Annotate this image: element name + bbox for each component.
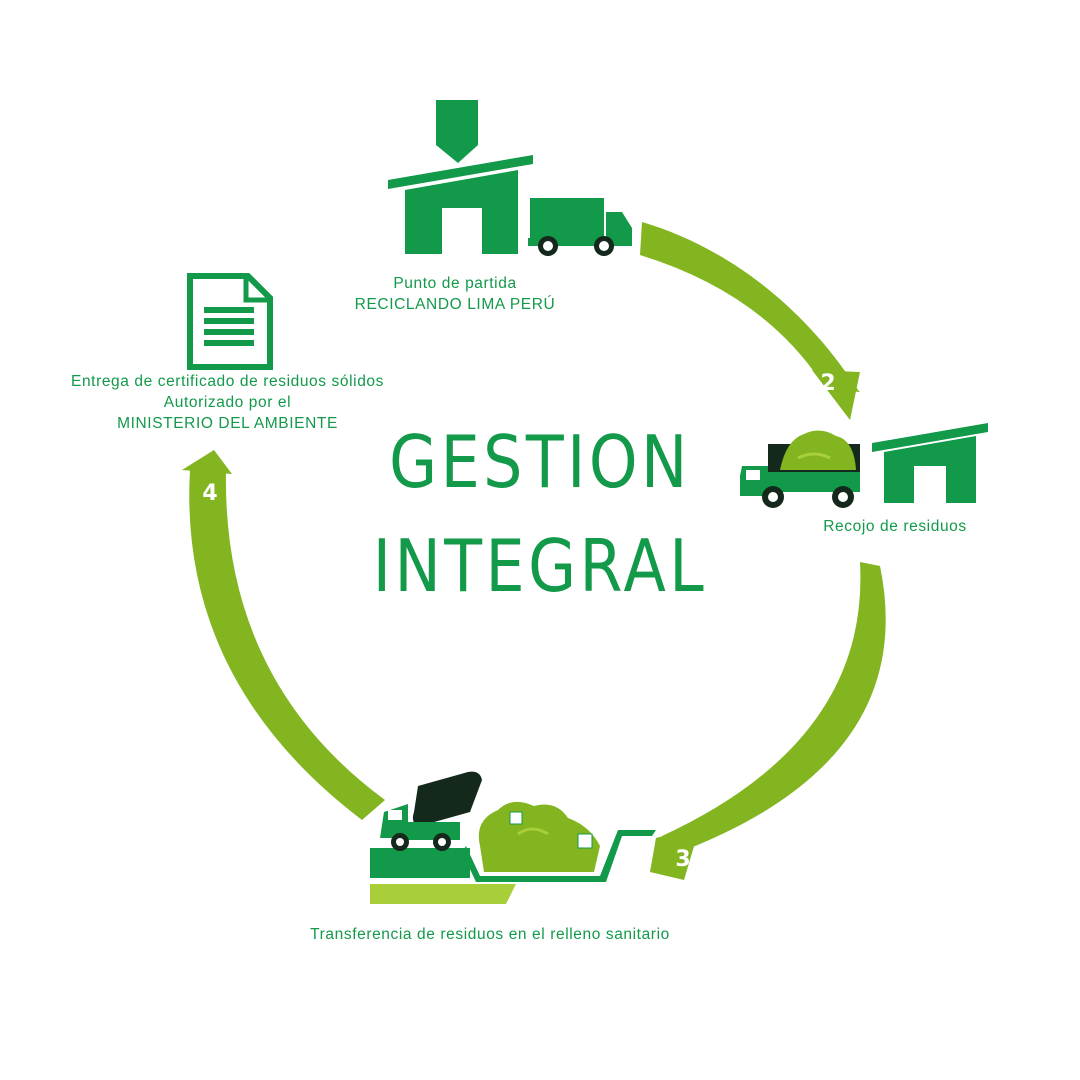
dump-truck-landfill-icon — [370, 771, 656, 904]
document-icon — [187, 273, 273, 370]
step-1-line-1: Punto de partida — [393, 275, 517, 292]
title-line-2: INTEGRAL — [372, 524, 708, 608]
cycle-arrow-1-to-2 — [640, 222, 860, 420]
step-4-label: Entrega de certificado de residuos sólid… — [30, 371, 425, 434]
step-4-number: 4 — [202, 481, 217, 506]
step-1-marker-icon — [436, 100, 478, 163]
step-2-line-1: Recojo de residuos — [823, 518, 967, 535]
title-line-1: GESTION — [389, 420, 691, 504]
step-1-line-2: RECICLANDO LIMA PERÚ — [354, 296, 556, 313]
step-4-line-1: Entrega de certificado de residuos sólid… — [71, 373, 384, 390]
step-3-line-1: Transferencia de residuos en el relleno … — [310, 926, 670, 943]
step-3-label: Transferencia de residuos en el relleno … — [260, 924, 720, 945]
step-3-number: 3 — [675, 847, 690, 872]
step-1-label: Punto de partida RECICLANDO LIMA PERÚ — [330, 273, 580, 315]
step-2-label: Recojo de residuos — [800, 516, 990, 537]
cycle-arrow-2-to-3 — [650, 562, 886, 880]
loaded-truck-warehouse-icon — [740, 423, 988, 508]
cycle-arrow-3-to-4 — [182, 450, 385, 820]
step-4-line-2: Autorizado por el — [163, 394, 292, 411]
step-4-line-3: MINISTERIO DEL AMBIENTE — [117, 415, 338, 432]
step-2-number: 2 — [820, 371, 835, 396]
warehouse-truck-icon — [388, 100, 632, 256]
